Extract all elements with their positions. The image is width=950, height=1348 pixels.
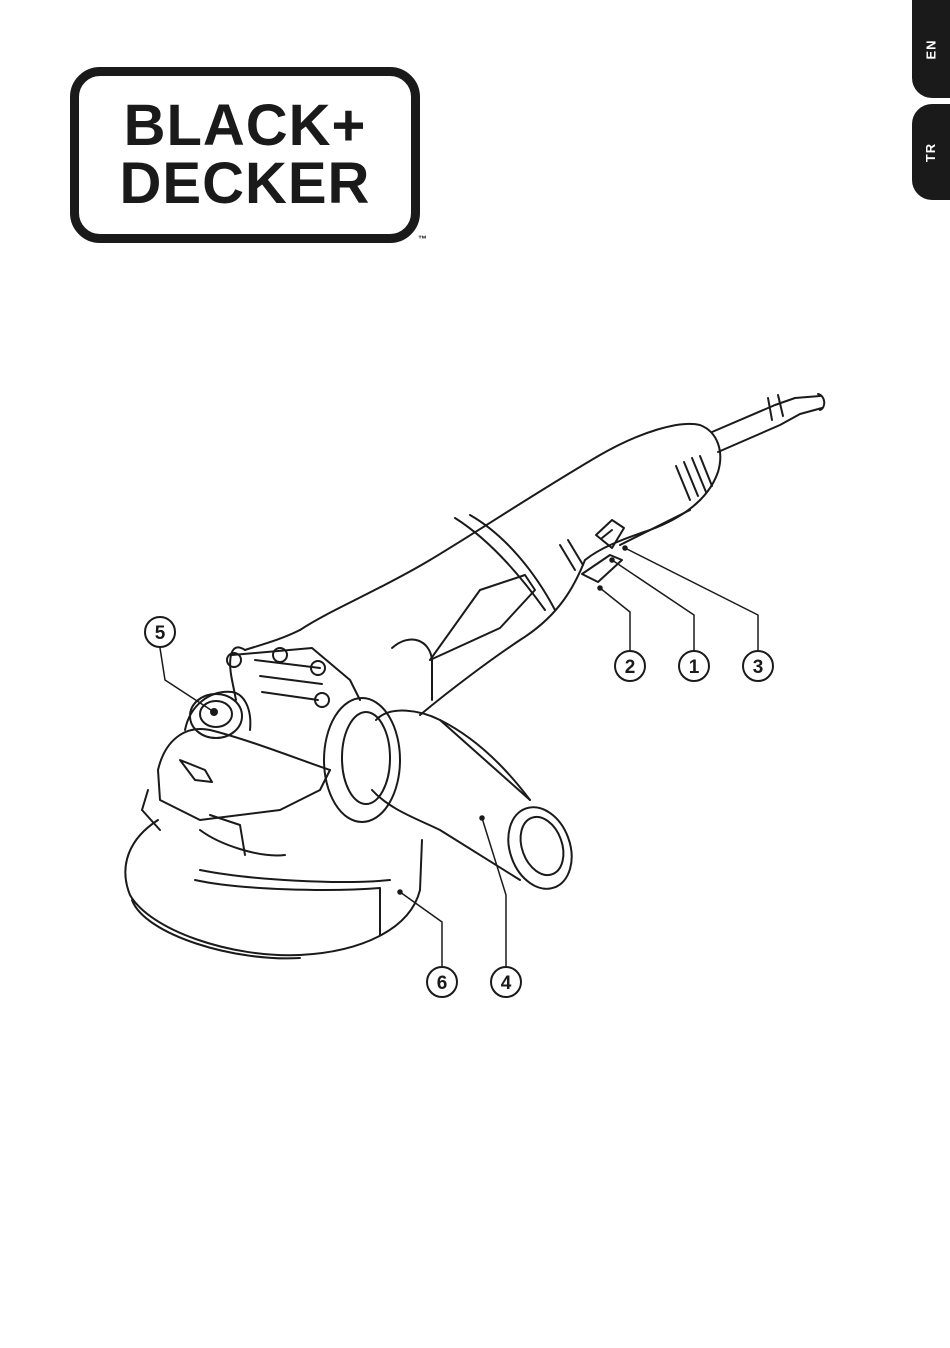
brand-logo-line-2: DECKER [120, 155, 371, 213]
brand-logo-line-1: BLACK+ [124, 97, 367, 155]
callout-5-label: 5 [155, 623, 166, 644]
wheel-guard [125, 790, 422, 958]
language-tab-tr[interactable]: TR [912, 104, 950, 200]
callout-1: 1 [679, 651, 709, 681]
callout-3: 3 [743, 651, 773, 681]
power-cord [712, 394, 824, 452]
callout-4: 4 [491, 967, 521, 997]
side-handle [324, 698, 583, 898]
angle-grinder-illustration: 2 1 3 5 6 4 [0, 380, 950, 1020]
callout-6-label: 6 [437, 973, 448, 994]
callout-6: 6 [427, 967, 457, 997]
language-tab-en-label: EN [924, 39, 939, 59]
language-tabs: EN TR [912, 0, 950, 200]
callout-2-label: 2 [625, 657, 636, 678]
callout-2: 2 [615, 651, 645, 681]
trademark-symbol: ™ [418, 234, 427, 244]
callout-1-label: 1 [689, 657, 700, 678]
language-tab-en[interactable]: EN [912, 0, 950, 98]
motor-housing [245, 424, 720, 715]
callout-leaders [160, 546, 758, 966]
language-tab-tr-label: TR [924, 142, 939, 161]
callout-4-label: 4 [501, 973, 512, 994]
callout-3-label: 3 [753, 657, 764, 678]
callout-5: 5 [145, 617, 175, 647]
brand-logo: BLACK+ DECKER [70, 67, 420, 243]
gear-head [158, 647, 360, 855]
